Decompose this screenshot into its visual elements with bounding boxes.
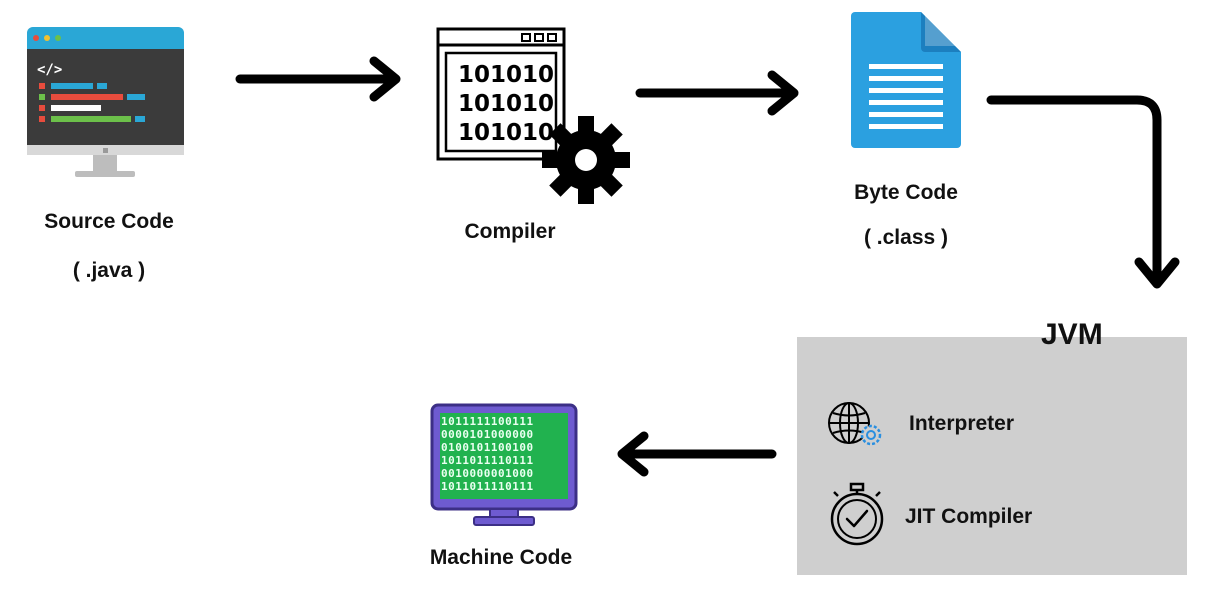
binary-window-gear-icon (436, 27, 630, 204)
byte-code-title: Byte Code (854, 181, 958, 204)
arrow-source-to-compiler (235, 56, 401, 102)
binary-row: 0010000001000 (441, 467, 534, 480)
binary-row: 1011011110111 (441, 480, 534, 493)
compiler-title: Compiler (464, 220, 556, 243)
arrow-compiler-to-bytecode (635, 70, 799, 116)
byte-code-extension: ( .class ) (863, 226, 949, 249)
monitor-code-icon: </> (27, 27, 184, 177)
machine-binary-screen: 1011111100111 0000101000000 010010110010… (441, 415, 567, 493)
jvm-title: JVM (1041, 318, 1103, 351)
jit-compiler-label: JIT Compiler (905, 505, 1033, 528)
compiler-binary-line-2: 101010 (458, 91, 555, 117)
source-code-extension: ( .java ) (72, 259, 146, 282)
machine-code-title: Machine Code (429, 546, 573, 569)
jvm-container (797, 337, 1187, 575)
binary-row: 0000101000000 (441, 428, 534, 441)
interpreter-label: Interpreter (909, 412, 1015, 435)
document-icon (851, 12, 961, 148)
compiler-binary-line-3: 101010 (458, 120, 555, 146)
arrow-jvm-to-machine (617, 431, 777, 477)
svg-text:</>: </> (37, 62, 62, 78)
arrow-bytecode-to-jvm (986, 95, 1180, 289)
binary-monitor-icon (430, 403, 578, 526)
binary-row: 1011011110111 (441, 454, 534, 467)
compiler-binary-line-1: 101010 (458, 62, 555, 88)
stopwatch-icon (830, 482, 884, 546)
binary-row: 1011111100111 (441, 415, 534, 428)
binary-row: 0100101100100 (441, 441, 534, 454)
source-code-title: Source Code (44, 210, 174, 233)
globe-gear-icon (828, 402, 882, 446)
